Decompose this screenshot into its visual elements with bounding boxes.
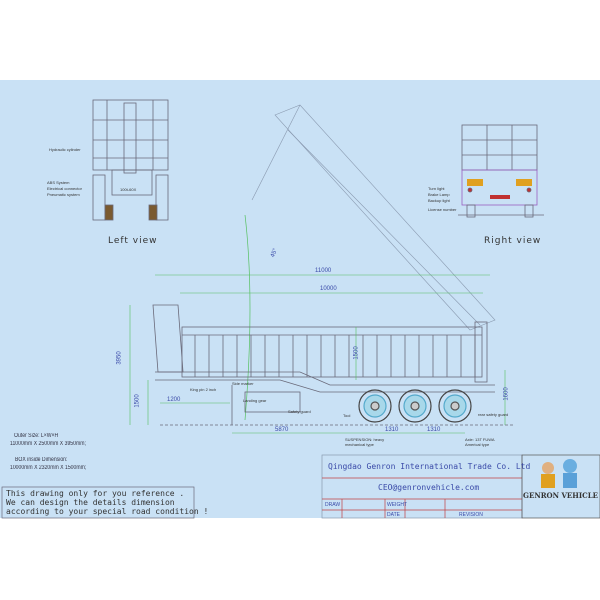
callout: License number bbox=[428, 207, 457, 212]
wheel bbox=[398, 389, 432, 423]
callout: Brake Lamp bbox=[428, 192, 450, 197]
callout: Electrical connector bbox=[47, 186, 82, 191]
drawing-sheet bbox=[0, 80, 600, 518]
callout: Pneumatic system bbox=[47, 192, 80, 197]
company-name: Qingdao Genron International Trade Co. L… bbox=[328, 462, 531, 471]
outer-size-label: Outer Size: L×W×H bbox=[14, 433, 59, 439]
box-dimension-label: BOX inside Dimension: bbox=[15, 457, 68, 463]
dim-rear-height: 1600 bbox=[503, 387, 510, 401]
note-line: We can design the details dimension bbox=[6, 498, 175, 507]
tip-arc bbox=[244, 214, 251, 421]
callout: King pin 2 inch bbox=[190, 387, 217, 392]
dim-kingpin: 1200 bbox=[167, 397, 181, 403]
wheel bbox=[358, 389, 392, 423]
callout: Safety guard bbox=[288, 409, 311, 414]
dim-height: 3950 bbox=[116, 351, 123, 365]
note-box bbox=[1, 486, 195, 519]
dim-deck-height: 1500 bbox=[134, 394, 141, 408]
side-view-drawing bbox=[152, 304, 515, 426]
dim-axle-spacing-2: 1310 bbox=[427, 427, 441, 433]
note-line: This drawing only for you reference . bbox=[6, 489, 185, 498]
date-label: DATE bbox=[387, 512, 400, 518]
callout: SUSPENSION: heavy mechanical type bbox=[345, 437, 385, 447]
right-view-drawing bbox=[458, 124, 544, 218]
callout: Backup light bbox=[428, 198, 450, 203]
weight-label: WEIGHT bbox=[387, 502, 407, 508]
dim-box-height: 1500 bbox=[353, 346, 360, 360]
dimension-lines bbox=[129, 274, 506, 434]
note-line: according to your special road condition… bbox=[6, 507, 209, 516]
dim-box-length: 10000 bbox=[320, 286, 337, 292]
dim-axle-spacing-1: 1310 bbox=[385, 427, 399, 433]
revision-label: REVISION bbox=[459, 512, 483, 518]
plate-label: 100t-60X bbox=[120, 187, 137, 192]
wheel bbox=[410, 401, 420, 411]
left-view-drawing bbox=[92, 99, 169, 221]
wheels bbox=[358, 389, 472, 423]
callout: Tool bbox=[343, 413, 351, 418]
callout: Landing gear bbox=[243, 398, 267, 403]
dim-axle-offset: 5870 bbox=[275, 427, 289, 433]
outer-size-value: 11000mm X 2500mm X 3950mm; bbox=[10, 441, 86, 447]
title-block bbox=[321, 454, 600, 519]
left-view-label: Left view bbox=[108, 236, 158, 246]
wheel bbox=[450, 401, 460, 411]
callout: Axle: 13T FUWA Americal type bbox=[465, 437, 495, 447]
right-view-label: Right view bbox=[484, 236, 542, 246]
box-dimension-value: 10000mm X 2320mm X 1500mm; bbox=[10, 465, 87, 471]
company-email: CEO@genronvehicle.com bbox=[378, 483, 480, 492]
wheel bbox=[370, 401, 380, 411]
callout: rear safety guard bbox=[478, 412, 509, 417]
logo-mascots bbox=[541, 459, 577, 488]
callout: Turn light bbox=[428, 186, 445, 191]
draw-label: DRAW bbox=[325, 502, 341, 508]
logo-text: GENRON VEHICLE bbox=[523, 491, 598, 500]
callout: Hydraulic cylinder bbox=[49, 147, 81, 152]
callout: ABS System bbox=[47, 180, 70, 185]
wheel bbox=[438, 389, 472, 423]
tipped-box-outline bbox=[251, 104, 496, 331]
callout: Side marker bbox=[232, 381, 254, 386]
dim-overall-length: 11000 bbox=[315, 268, 332, 274]
